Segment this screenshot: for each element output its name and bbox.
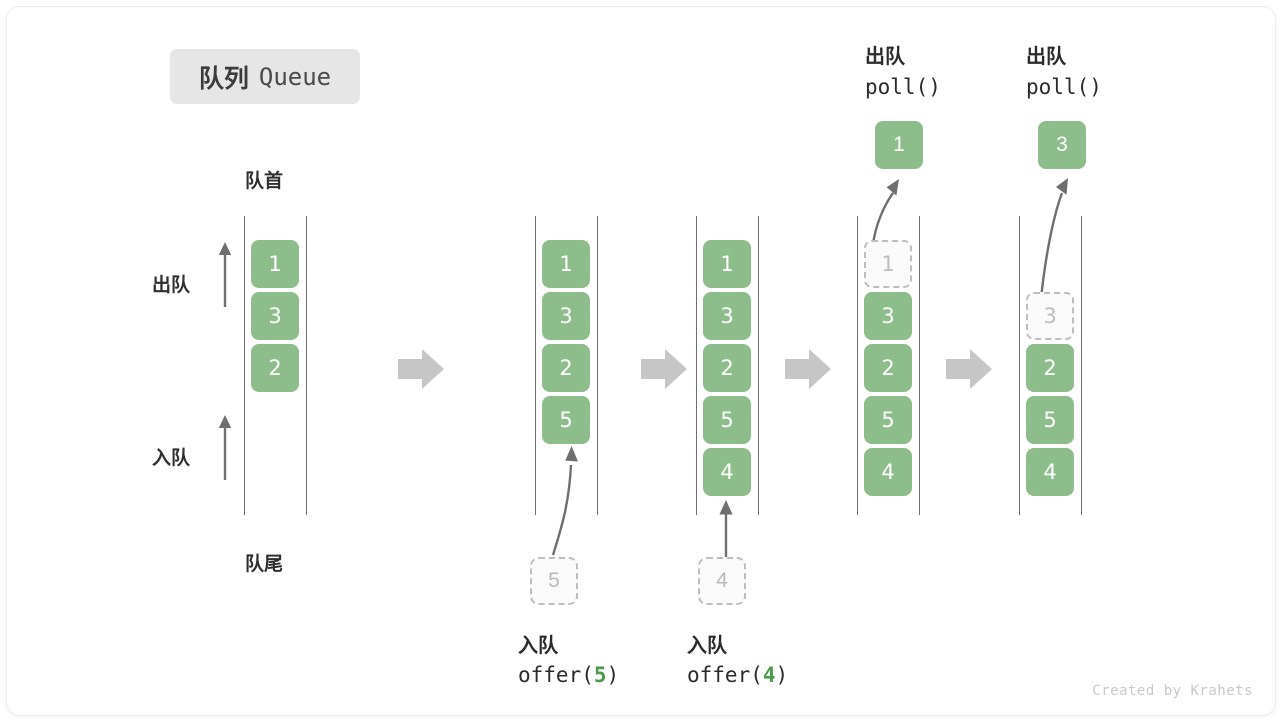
call-suffix: ) [928, 75, 941, 99]
flow-arrow-icon [641, 349, 687, 389]
incoming-element-4: 4 [698, 557, 746, 605]
queue-column-after-offer-4: 1 3 2 5 4 [696, 216, 760, 515]
queue-element: 5 [1026, 396, 1074, 444]
queue-slot: 2 [703, 344, 751, 392]
operation-label-poll-3-cn: 出队 [1026, 46, 1066, 68]
call-suffix: ) [1089, 75, 1102, 99]
queue-slot: 3 [703, 292, 751, 340]
enqueue-arrow-4-icon [719, 500, 733, 557]
queue-slot: 1 [703, 240, 751, 288]
call-arg: 4 [762, 663, 776, 687]
call-suffix: ) [606, 663, 620, 687]
incoming-element-5: 5 [530, 557, 578, 605]
queue-rail-left [535, 216, 536, 515]
operation-call-poll-1: poll() [865, 75, 941, 99]
queue-slot: 2 [542, 344, 590, 392]
queue-element: 1 [542, 240, 590, 288]
queue-column-initial: 1 3 2 [244, 216, 308, 515]
queue-head-label: 队首 [245, 171, 284, 192]
queue-tail-label: 队尾 [245, 554, 284, 575]
dequeue-direction-label: 出队 [152, 275, 191, 296]
queue-element: 5 [864, 396, 912, 444]
credit-label: Created by Krahets [1092, 683, 1253, 699]
queue-slot: 2 [251, 344, 299, 392]
queue-element-new: 5 [542, 396, 590, 444]
queue-element: 3 [703, 292, 751, 340]
operation-call-offer-5: offer(5) [518, 663, 619, 687]
queue-element: 5 [703, 396, 751, 444]
queue-element-removed: 3 [1026, 292, 1074, 340]
queue-rail-right [306, 216, 307, 515]
queue-rail-right [919, 216, 920, 515]
dequeue-arrow-3-icon [1039, 178, 1068, 300]
flow-arrow-icon [398, 349, 444, 389]
queue-element: 2 [864, 344, 912, 392]
queue-element: 1 [251, 240, 299, 288]
call-prefix: offer( [518, 663, 594, 687]
flow-arrow-icon [946, 349, 992, 389]
queue-element-removed: 1 [864, 240, 912, 288]
queue-element: 4 [1026, 448, 1074, 496]
queue-slot: 5 [864, 396, 912, 444]
queue-slot: 3 [542, 292, 590, 340]
queue-slot: 1 [542, 240, 590, 288]
title-en: Queue [258, 62, 332, 91]
queue-column-after-offer-5: 1 3 2 5 [535, 216, 599, 515]
queue-slot: 1 [864, 240, 912, 288]
queue-slot: 5 [542, 396, 590, 444]
queue-slot: 2 [864, 344, 912, 392]
queue-element: 3 [864, 292, 912, 340]
queue-element: 2 [703, 344, 751, 392]
operation-call-poll-3: poll() [1026, 75, 1102, 99]
enqueue-direction-label: 入队 [152, 448, 191, 469]
call-prefix: poll( [865, 75, 929, 99]
queue-element: 2 [1026, 344, 1074, 392]
popped-element-1: 1 [875, 121, 923, 169]
enqueue-direction-arrow-icon [218, 415, 232, 480]
queue-element: 2 [542, 344, 590, 392]
queue-slot: 2 [1026, 344, 1074, 392]
call-prefix: offer( [687, 663, 763, 687]
title-cn: 队列 [198, 64, 249, 93]
call-arg: 5 [593, 663, 607, 687]
popped-element-3: 3 [1038, 121, 1086, 169]
queue-slot: 3 [864, 292, 912, 340]
queue-element: 1 [703, 240, 751, 288]
queue-slot: 1 [251, 240, 299, 288]
operation-label-offer-5-cn: 入队 [518, 635, 558, 657]
enqueue-arrow-5-icon [551, 446, 578, 556]
flow-arrow-icon [785, 349, 831, 389]
queue-element: 3 [542, 292, 590, 340]
queue-slot: 5 [703, 396, 751, 444]
queue-slot: 3 [251, 292, 299, 340]
queue-rail-right [1081, 216, 1082, 515]
queue-rail-right [597, 216, 598, 515]
queue-rail-left [1019, 216, 1020, 515]
queue-rail-left [244, 216, 245, 515]
queue-slot: 5 [1026, 396, 1074, 444]
queue-column-after-poll-3: 3 2 5 4 [1019, 216, 1083, 515]
call-prefix: poll( [1026, 75, 1090, 99]
queue-element-new: 4 [703, 448, 751, 496]
diagram-card: 队列 Queue 队首 队尾 出队 入队 1 3 2 1 [6, 6, 1276, 716]
queue-element: 2 [251, 344, 299, 392]
queue-slot: 3 [1026, 292, 1074, 340]
queue-slot: 4 [1026, 448, 1074, 496]
dequeue-direction-arrow-icon [218, 242, 232, 307]
queue-element: 4 [864, 448, 912, 496]
queue-element: 3 [251, 292, 299, 340]
title-badge: 队列 Queue [170, 49, 360, 104]
queue-rail-left [857, 216, 858, 515]
operation-call-offer-4: offer(4) [687, 663, 788, 687]
queue-column-after-poll-1: 1 3 2 5 4 [857, 216, 921, 515]
queue-slot: 4 [864, 448, 912, 496]
queue-slot: 4 [703, 448, 751, 496]
queue-rail-left [696, 216, 697, 515]
queue-rail-right [758, 216, 759, 515]
operation-label-offer-4-cn: 入队 [687, 635, 727, 657]
call-suffix: ) [775, 663, 789, 687]
operation-label-poll-1-cn: 出队 [865, 46, 905, 68]
